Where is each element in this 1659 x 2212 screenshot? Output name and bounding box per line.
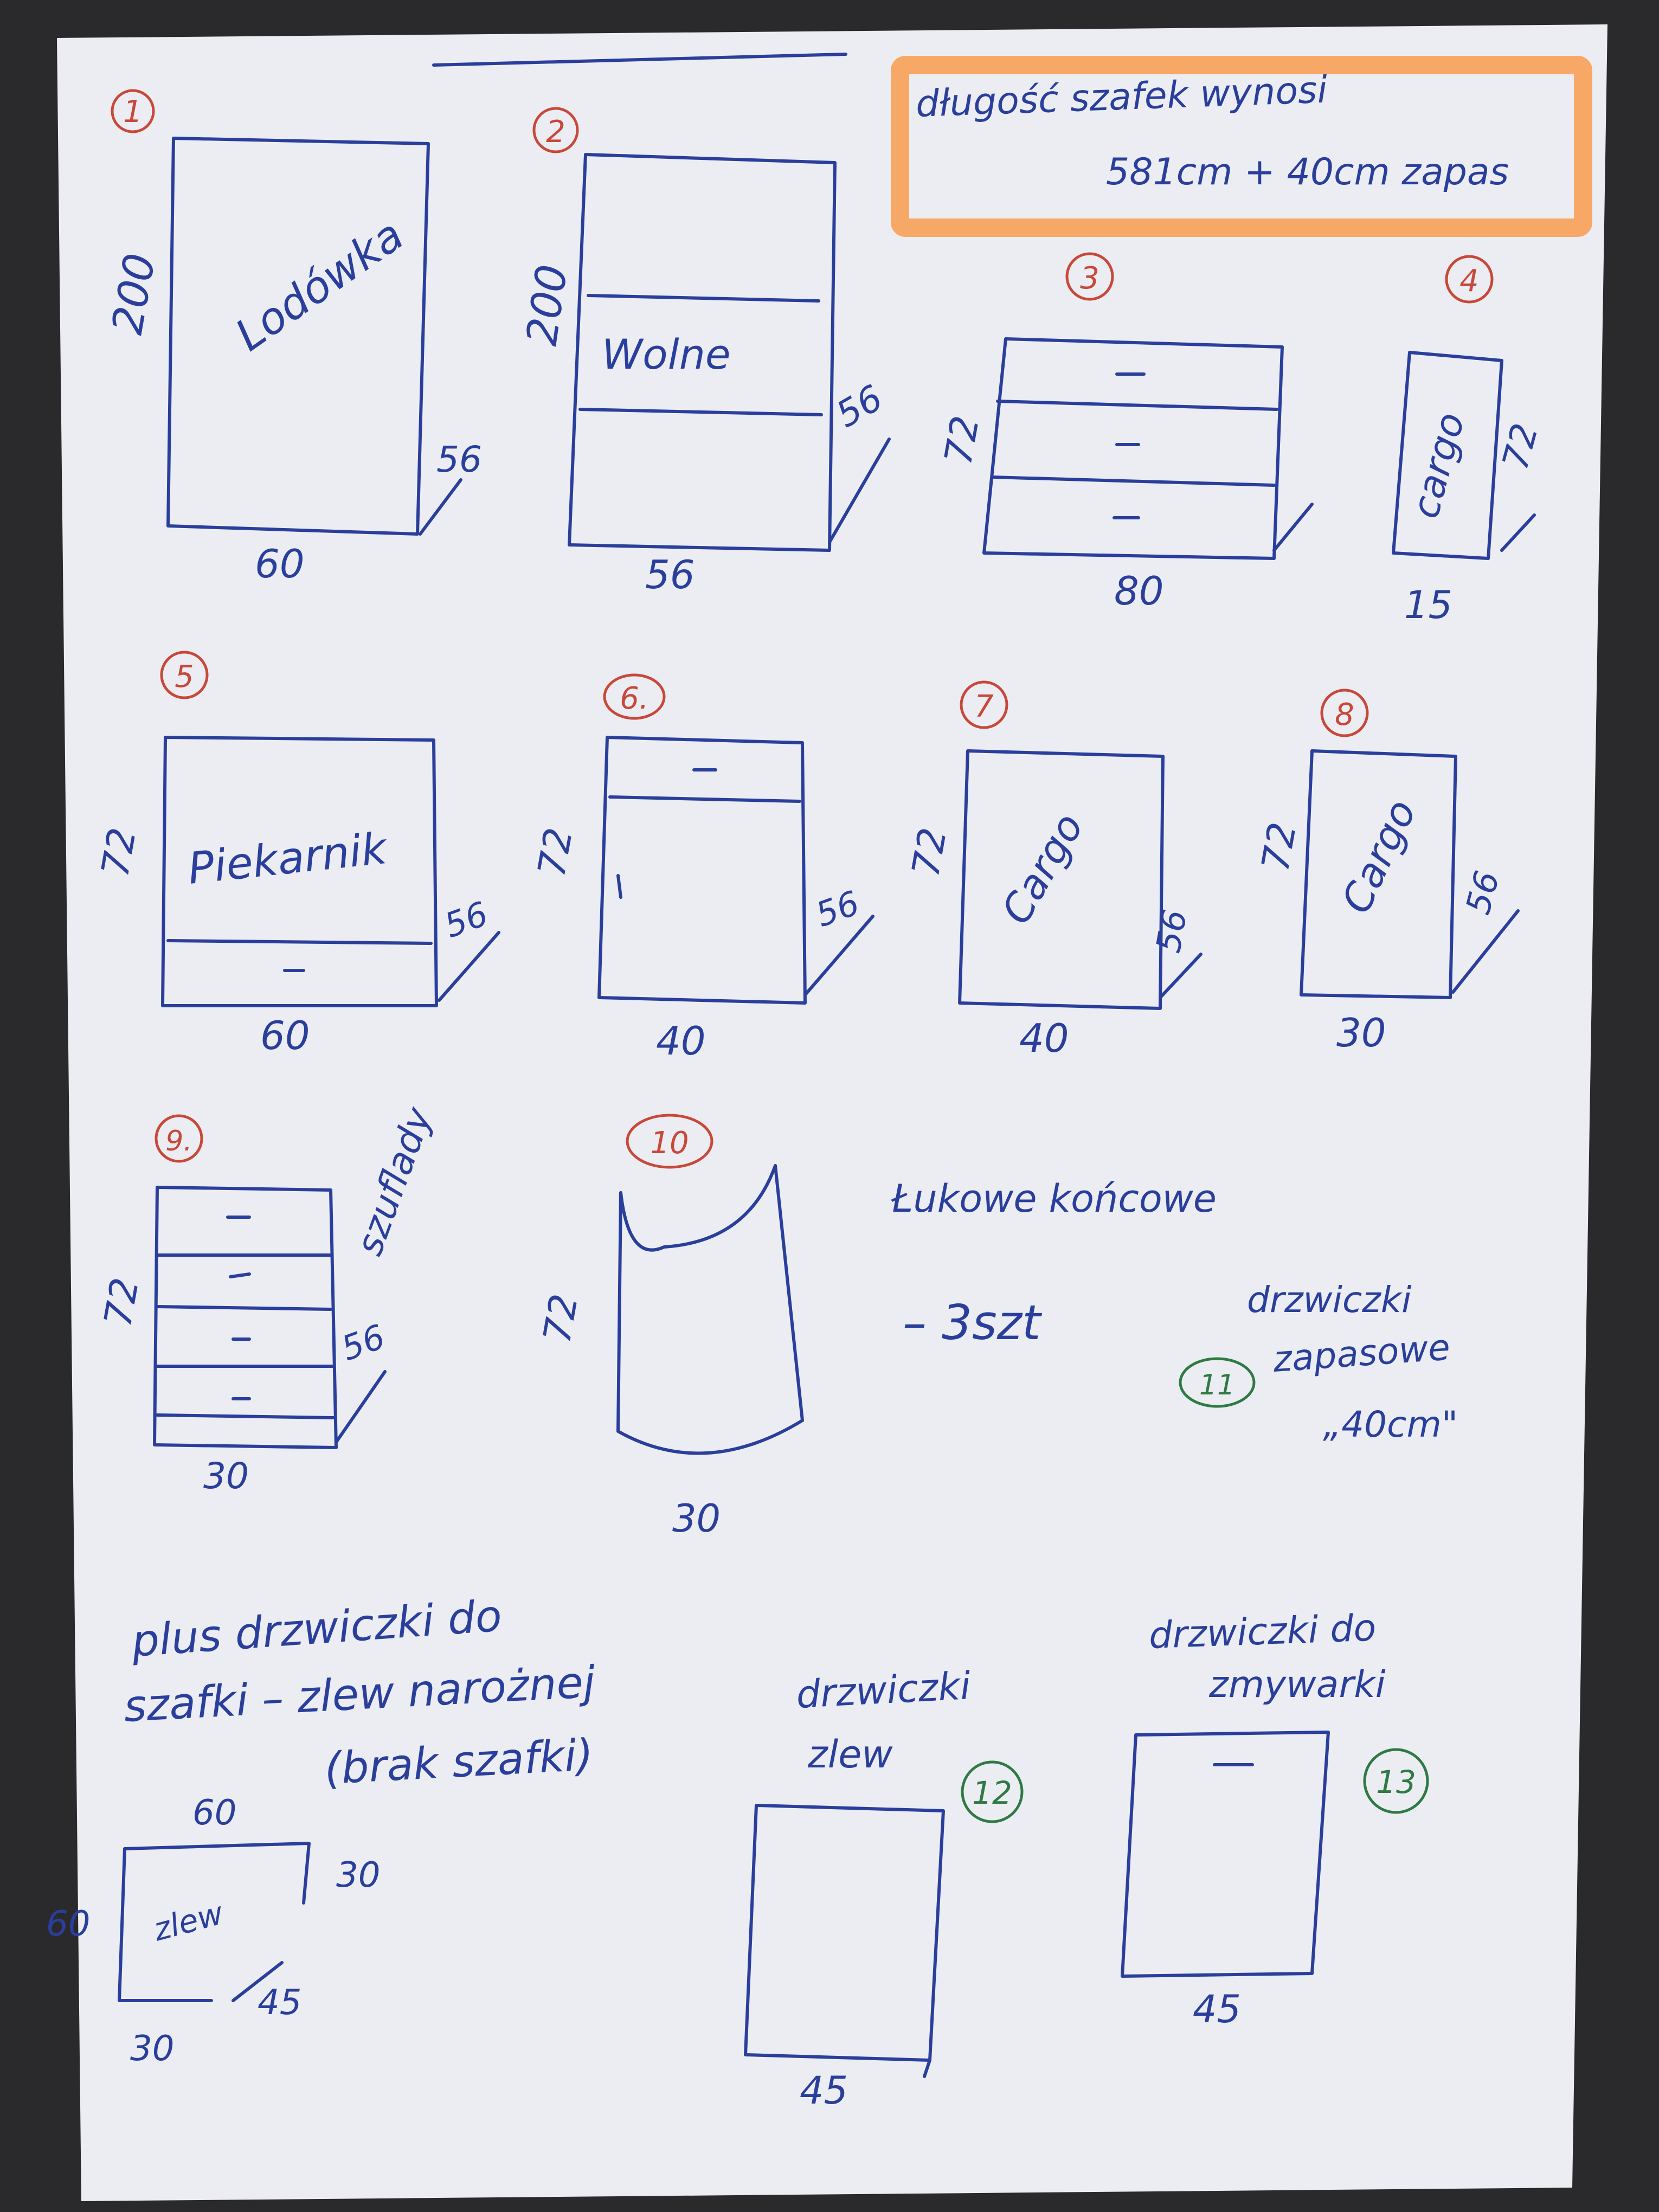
cabinet-1-depth: 56 [436, 439, 482, 480]
cabinet-3-height: 72 [936, 413, 988, 468]
cabinet-6-number: 6. [620, 681, 648, 716]
door-12-title-line2: zlew [807, 1732, 893, 1777]
cabinet-3-width: 80 [1114, 568, 1164, 614]
spare-fronts-line1: drzwiczki [1247, 1279, 1412, 1321]
cabinet-7-height: 72 [903, 825, 955, 880]
cabinet-10-height: 72 [535, 1291, 587, 1346]
cabinet-2-number: 2 [546, 114, 565, 150]
cabinet-6-height: 72 [529, 825, 581, 880]
sink-depth-dim: 45 [258, 1983, 301, 2023]
door-13: drzwiczki do zmywarki 13 45 [1121, 1606, 1429, 2031]
cabinet-10-width: 30 [672, 1496, 721, 1541]
sink-corner-cabinet: zlew 60 60 30 30 45 [46, 1793, 380, 2069]
door-13-title-line2: zmywarki [1208, 1663, 1386, 1706]
top-pen-stroke [432, 53, 847, 67]
sink-top-dim: 60 [192, 1793, 236, 1833]
rounded-ends-text: Łukowe końcowe [891, 1176, 1217, 1221]
spare-fronts-note: 11 drzwiczki zapasowe „40cm" [1179, 1279, 1458, 1445]
paper-sheet [57, 24, 1607, 2201]
sink-bottom-dim: 30 [130, 2029, 174, 2069]
cabinet-7: 7 Cargo 72 40 56 [903, 680, 1203, 1061]
rounded-ends-note: Łukowe końcowe – 3szt [891, 1176, 1217, 1351]
cabinet-2-height: 200 [518, 262, 577, 349]
cabinet-10: 10 72 30 [535, 1114, 804, 1541]
cabinet-9-width: 30 [203, 1455, 249, 1497]
cabinet-5-width: 60 [260, 1013, 310, 1058]
rounded-ends-qty: – 3szt [903, 1295, 1043, 1351]
cabinet-1-width: 60 [255, 541, 305, 587]
cabinet-2-label: Wolne [602, 330, 731, 378]
door-13-number: 13 [1376, 1764, 1416, 1801]
sink-right-dim: 30 [336, 1855, 380, 1895]
cabinet-5-height: 72 [93, 825, 145, 880]
header-highlight-box [891, 56, 1592, 237]
spare-fronts-number: 11 [1199, 1369, 1235, 1401]
cabinet-6: 6. 72 40 56 [529, 673, 874, 1064]
cabinet-8-width: 30 [1336, 1010, 1386, 1056]
cabinet-9-number: 9. [165, 1125, 192, 1158]
cabinet-8-height: 72 [1253, 819, 1305, 874]
cabinet-4-width: 15 [1404, 583, 1452, 627]
cabinet-4-number: 4 [1459, 263, 1479, 299]
cabinet-7-depth: 56 [1148, 906, 1195, 955]
door-13-title-line1: drzwiczki do [1148, 1606, 1377, 1657]
cabinet-10-number: 10 [650, 1126, 689, 1161]
door-12-number: 12 [972, 1774, 1012, 1811]
spare-fronts-line3: „40cm" [1323, 1404, 1458, 1445]
door-12-title-line1: drzwiczki [795, 1663, 972, 1717]
cabinet-3-number: 3 [1080, 261, 1099, 296]
cabinet-6-width: 40 [656, 1018, 706, 1064]
cabinet-7-width: 40 [1019, 1015, 1069, 1061]
sink-left-dim: 60 [46, 1904, 90, 1944]
cabinet-9-height: 72 [95, 1275, 147, 1330]
cabinet-1-number: 1 [123, 94, 143, 130]
cabinet-5-number: 5 [175, 659, 194, 695]
door-12: drzwiczki zlew 12 45 [744, 1663, 1024, 2113]
door-12-width: 45 [800, 2068, 848, 2113]
cabinet-7-number: 7 [974, 689, 994, 724]
cabinet-8-number: 8 [1335, 697, 1354, 732]
door-13-width: 45 [1193, 1987, 1241, 2031]
cabinet-3: 3 72 80 [936, 252, 1314, 614]
cabinet-2-width: 56 [645, 552, 695, 597]
header-note-line2: 581cm + 40cm zapas [1106, 151, 1509, 194]
